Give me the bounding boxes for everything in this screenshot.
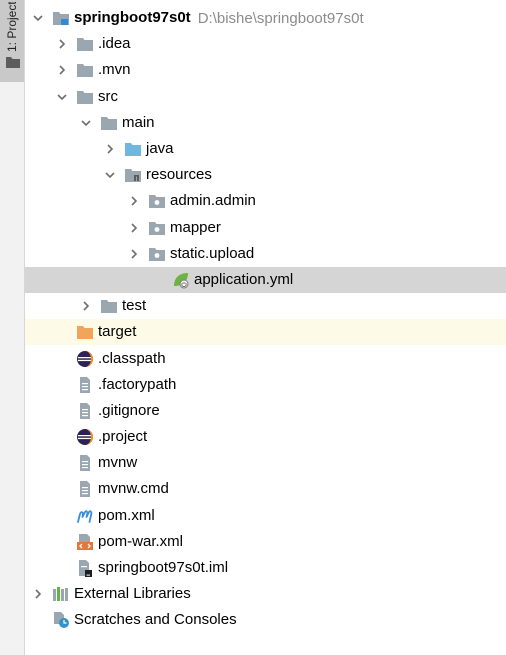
text-file-icon	[76, 402, 94, 420]
tree-node-gitignore[interactable]: .gitignore	[25, 398, 506, 424]
node-label: static.upload	[170, 244, 255, 262]
project-tool-tab-label: 1: Project	[5, 2, 19, 52]
node-label: mvnw.cmd	[98, 480, 169, 498]
chevron-down-icon[interactable]	[102, 167, 118, 183]
node-label: java	[146, 140, 174, 158]
tree-node-mvnw-cmd[interactable]: mvnw.cmd	[25, 476, 506, 502]
node-label: .factorypath	[98, 375, 177, 393]
project-tool-tab[interactable]: 1: Project	[0, 0, 24, 82]
folder-icon	[76, 35, 94, 53]
node-label: resources	[146, 166, 212, 184]
eclipse-icon	[76, 428, 94, 446]
text-file-icon	[76, 454, 94, 472]
tree-node-java[interactable]: java	[25, 136, 506, 162]
folder-icon	[76, 61, 94, 79]
chevron-right-icon[interactable]	[126, 220, 142, 236]
node-label: Scratches and Consoles	[74, 611, 237, 629]
node-label: admin.admin	[170, 192, 256, 210]
eclipse-icon	[76, 350, 94, 368]
package-folder-icon	[148, 219, 166, 237]
tree-node-iml[interactable]: springboot97s0t.iml	[25, 555, 506, 581]
text-file-icon	[76, 480, 94, 498]
node-label: External Libraries	[74, 585, 191, 603]
node-label: mapper	[170, 218, 221, 236]
source-folder-icon	[124, 140, 142, 158]
scratches-clock-icon	[52, 611, 70, 629]
tree-node-mapper[interactable]: mapper	[25, 215, 506, 241]
chevron-down-icon[interactable]	[78, 115, 94, 131]
tree-node-mvn[interactable]: .mvn	[25, 57, 506, 83]
spring-leaf-icon	[172, 271, 190, 289]
module-folder-icon	[52, 9, 70, 27]
tree-node-static-upload[interactable]: static.upload	[25, 241, 506, 267]
tree-node-factorypath[interactable]: .factorypath	[25, 372, 506, 398]
chevron-right-icon[interactable]	[54, 36, 70, 52]
node-label: .gitignore	[98, 401, 160, 419]
node-label: test	[122, 297, 147, 315]
tree-node-admin-admin[interactable]: admin.admin	[25, 188, 506, 214]
node-label: application.yml	[194, 270, 294, 288]
node-label: .classpath	[98, 349, 166, 367]
resources-folder-icon	[124, 166, 142, 184]
tree-node-external-libraries[interactable]: External Libraries	[25, 581, 506, 607]
node-label: .idea	[98, 35, 131, 53]
module-file-icon	[76, 559, 94, 578]
tree-node-src[interactable]: src	[25, 84, 506, 110]
chevron-down-icon[interactable]	[30, 10, 46, 26]
tree-node-resources[interactable]: resources	[25, 162, 506, 188]
node-label: springboot97s0t.iml	[98, 559, 229, 577]
xml-file-icon	[76, 533, 94, 551]
tree-node-root[interactable]: springboot97s0t D:\bishe\springboot97s0t	[25, 5, 506, 31]
chevron-right-icon[interactable]	[102, 141, 118, 157]
folder-icon	[100, 114, 118, 132]
text-file-icon	[76, 376, 94, 394]
node-label: .project	[98, 428, 148, 446]
chevron-right-icon[interactable]	[126, 193, 142, 209]
chevron-down-icon[interactable]	[54, 89, 70, 105]
chevron-right-icon[interactable]	[54, 62, 70, 78]
node-label: pom-war.xml	[98, 532, 184, 550]
root-name: springboot97s0t	[74, 9, 191, 27]
chevron-right-icon[interactable]	[78, 298, 94, 314]
left-tool-strip: 1: Project	[0, 0, 25, 655]
package-folder-icon	[148, 245, 166, 263]
node-label: target	[98, 323, 137, 341]
tree-node-target[interactable]: target	[25, 319, 506, 346]
tree-node-classpath[interactable]: .classpath	[25, 345, 506, 371]
tree-node-pom-xml[interactable]: pom.xml	[25, 503, 506, 529]
tree-node-pom-war-xml[interactable]: pom-war.xml	[25, 529, 506, 555]
library-icon	[52, 585, 70, 603]
tree-node-idea[interactable]: .idea	[25, 31, 506, 57]
tree-node-test[interactable]: test	[25, 293, 506, 319]
tree-node-main[interactable]: main	[25, 110, 506, 136]
folder-icon	[76, 88, 94, 106]
tree-node-mvnw[interactable]: mvnw	[25, 450, 506, 476]
root-path: D:\bishe\springboot97s0t	[197, 9, 364, 27]
tree-node-application-yml[interactable]: application.yml	[25, 266, 506, 294]
maven-icon	[76, 507, 94, 525]
project-tree: springboot97s0t D:\bishe\springboot97s0t…	[25, 5, 506, 634]
node-label: main	[122, 113, 155, 131]
node-label: mvnw	[98, 454, 138, 472]
node-label: pom.xml	[98, 506, 155, 524]
node-label: .mvn	[98, 61, 131, 79]
package-folder-icon	[148, 192, 166, 210]
excluded-folder-icon	[76, 323, 94, 341]
tree-node-scratches[interactable]: Scratches and Consoles	[25, 607, 506, 633]
tree-node-project[interactable]: .project	[25, 424, 506, 450]
chevron-right-icon[interactable]	[126, 246, 142, 262]
folder-icon	[6, 57, 20, 68]
chevron-right-icon[interactable]	[30, 586, 46, 602]
node-label: src	[98, 87, 118, 105]
folder-icon	[100, 297, 118, 315]
